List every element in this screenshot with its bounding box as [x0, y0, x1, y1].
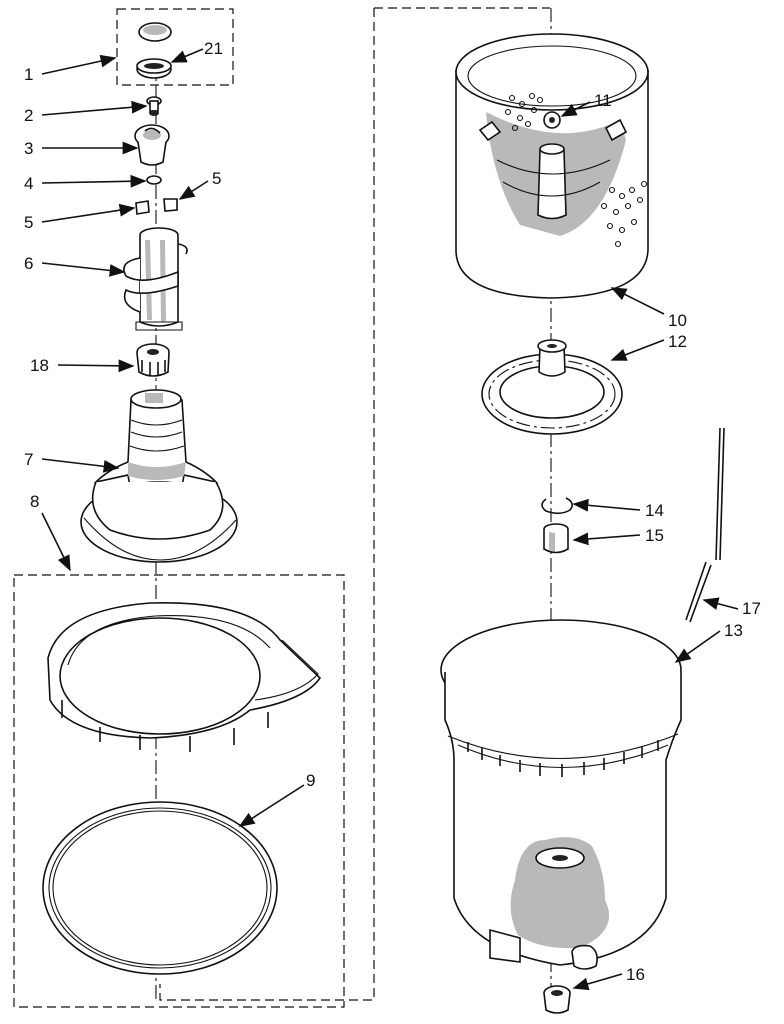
bolt-part	[146, 96, 162, 116]
callout-16: 16	[626, 965, 645, 984]
cam-part	[134, 124, 170, 166]
callout-13: 13	[724, 621, 743, 640]
group-box-tub-ring	[13, 574, 345, 1008]
coupling-part	[543, 523, 569, 554]
outer-tub-part	[440, 619, 682, 970]
callout-9: 9	[306, 771, 315, 790]
callout-17: 17	[742, 599, 761, 618]
callout-1: 1	[24, 65, 33, 84]
callout-7: 7	[24, 450, 33, 469]
callout-14: 14	[645, 501, 664, 520]
leader-lines	[41, 48, 739, 991]
seal-part	[42, 801, 278, 975]
washer-part	[146, 175, 162, 185]
callout-3: 3	[24, 139, 33, 158]
hub-part	[481, 339, 623, 435]
agitator-part	[80, 389, 238, 563]
callout-6: 6	[24, 254, 33, 273]
callout-11: 11	[594, 91, 612, 110]
callout-8: 8	[30, 492, 39, 511]
drive-bell-part	[136, 343, 170, 377]
dog-part-left	[135, 200, 150, 215]
hose-part	[685, 427, 725, 623]
callout-10: 10	[668, 311, 687, 330]
callout-21: 21	[204, 39, 223, 58]
group-box-basket	[159, 7, 550, 1001]
callout-12: 12	[668, 332, 687, 351]
basket-part	[455, 33, 649, 299]
callout-18: 18	[30, 356, 49, 375]
callout-4: 4	[24, 174, 33, 193]
callout-15: 15	[645, 526, 664, 545]
dog-part-right	[163, 198, 178, 212]
callout-2: 2	[24, 106, 33, 125]
tub-ring-part	[47, 601, 322, 752]
callout-5-left: 5	[24, 213, 33, 232]
group-box-cap	[116, 8, 234, 86]
callout-labels: 1 21 2 3 4 5 5 6 18 7 8 9 11 10 12 14 15…	[24, 39, 761, 984]
cap-part	[136, 22, 172, 79]
callout-5-right: 5	[212, 169, 221, 188]
drain-nut-part	[543, 985, 571, 1014]
ring-part	[541, 497, 574, 515]
auger-part	[123, 227, 188, 331]
